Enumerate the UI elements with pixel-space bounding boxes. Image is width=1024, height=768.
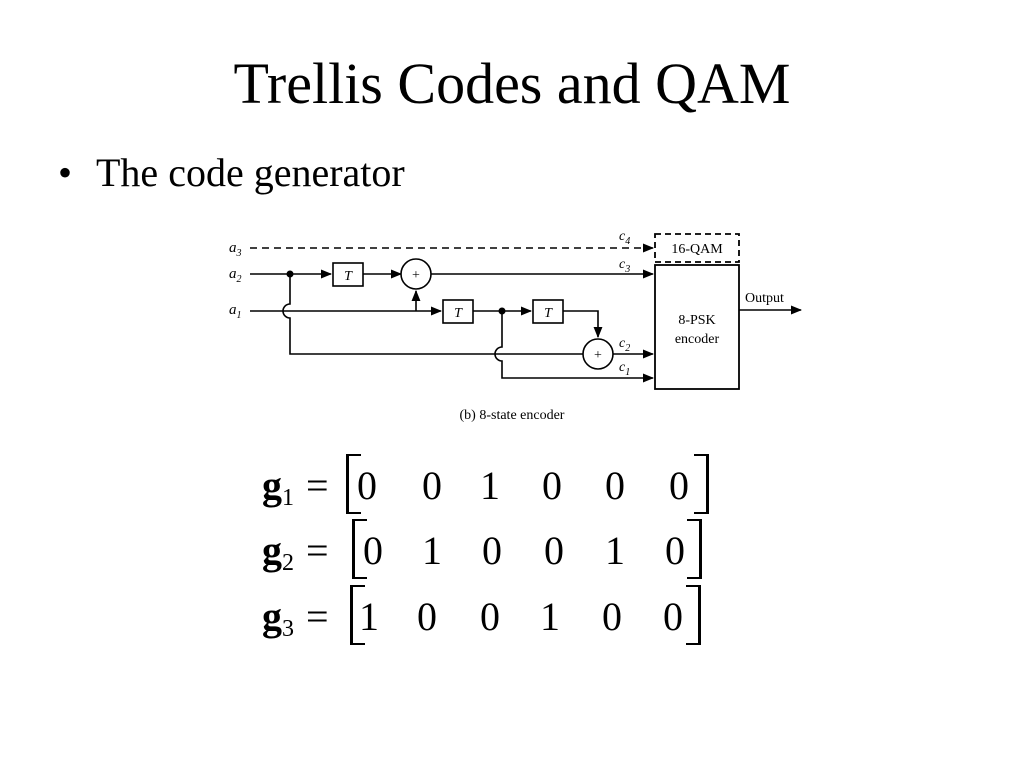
right-bracket (687, 519, 702, 579)
left-bracket (350, 585, 365, 645)
generator-value: 1 (605, 528, 625, 573)
generator-value: 0 (663, 594, 683, 639)
output-label-c1: c1 (619, 360, 630, 378)
diagram-caption: (b) 8-state encoder (460, 408, 565, 423)
generator-value: 0 (357, 463, 377, 508)
input-label-a3: a3 (229, 240, 242, 259)
output-label-c3: c3 (619, 257, 630, 275)
bullet-item: • The code generator (58, 150, 405, 196)
qam-box (654, 233, 740, 263)
generator-value: 0 (482, 528, 502, 573)
delay3-to-adder2 (563, 310, 603, 339)
left-bracket (346, 454, 361, 514)
right-bracket (686, 585, 701, 645)
adder-1-label: + (412, 268, 420, 283)
generator-symbol: g (262, 528, 282, 573)
input-label-a2: a2 (229, 266, 242, 285)
generator-symbol: g (262, 463, 282, 508)
adder-2-label: + (594, 348, 602, 363)
c1-branch (494, 311, 655, 383)
generator-value: 0 (544, 528, 564, 573)
generator-symbol: g (262, 594, 282, 639)
slide-title: Trellis Codes and QAM (233, 51, 791, 116)
left-bracket (352, 519, 367, 579)
delay-label-3: T (544, 306, 553, 321)
bullet-text: The code generator (96, 150, 405, 195)
generator-subscript: 2 (282, 550, 294, 576)
output-label: Output (745, 291, 784, 306)
generator-value: 0 (417, 594, 437, 639)
a2-down-branch (282, 274, 583, 355)
generator-value: 0 (665, 528, 685, 573)
delay-label-1: T (344, 269, 353, 284)
qam-box-label: 16-QAM (671, 242, 723, 257)
generator-value: 0 (480, 594, 500, 639)
generator-value: 0 (542, 463, 562, 508)
psk-encoder-box (654, 264, 740, 390)
encoder-diagram: a3 a2 a1 T + T T + c4 c3 c2 c1 16-QAM 8-… (229, 229, 803, 423)
generator-value: 1 (540, 594, 560, 639)
generator-value: 1 (480, 463, 500, 508)
generator-value: 0 (422, 463, 442, 508)
bullet-dot-icon: • (58, 150, 73, 195)
right-bracket (694, 454, 709, 514)
generator-subscript: 1 (282, 485, 294, 511)
generator-value: 1 (422, 528, 442, 573)
generator-subscript: 3 (282, 616, 294, 642)
generator-value: 0 (605, 463, 625, 508)
output-label-c2: c2 (619, 336, 630, 354)
generator-value: 0 (669, 463, 689, 508)
generator-value: 0 (363, 528, 383, 573)
psk-box-label-2: encoder (675, 332, 720, 347)
delay-label-2: T (454, 306, 463, 321)
input-label-a1: a1 (229, 302, 242, 321)
output-label-c4: c4 (619, 229, 630, 247)
generator-value: 0 (602, 594, 622, 639)
generator-value: 1 (359, 594, 379, 639)
psk-box-label-1: 8-PSK (678, 313, 715, 328)
